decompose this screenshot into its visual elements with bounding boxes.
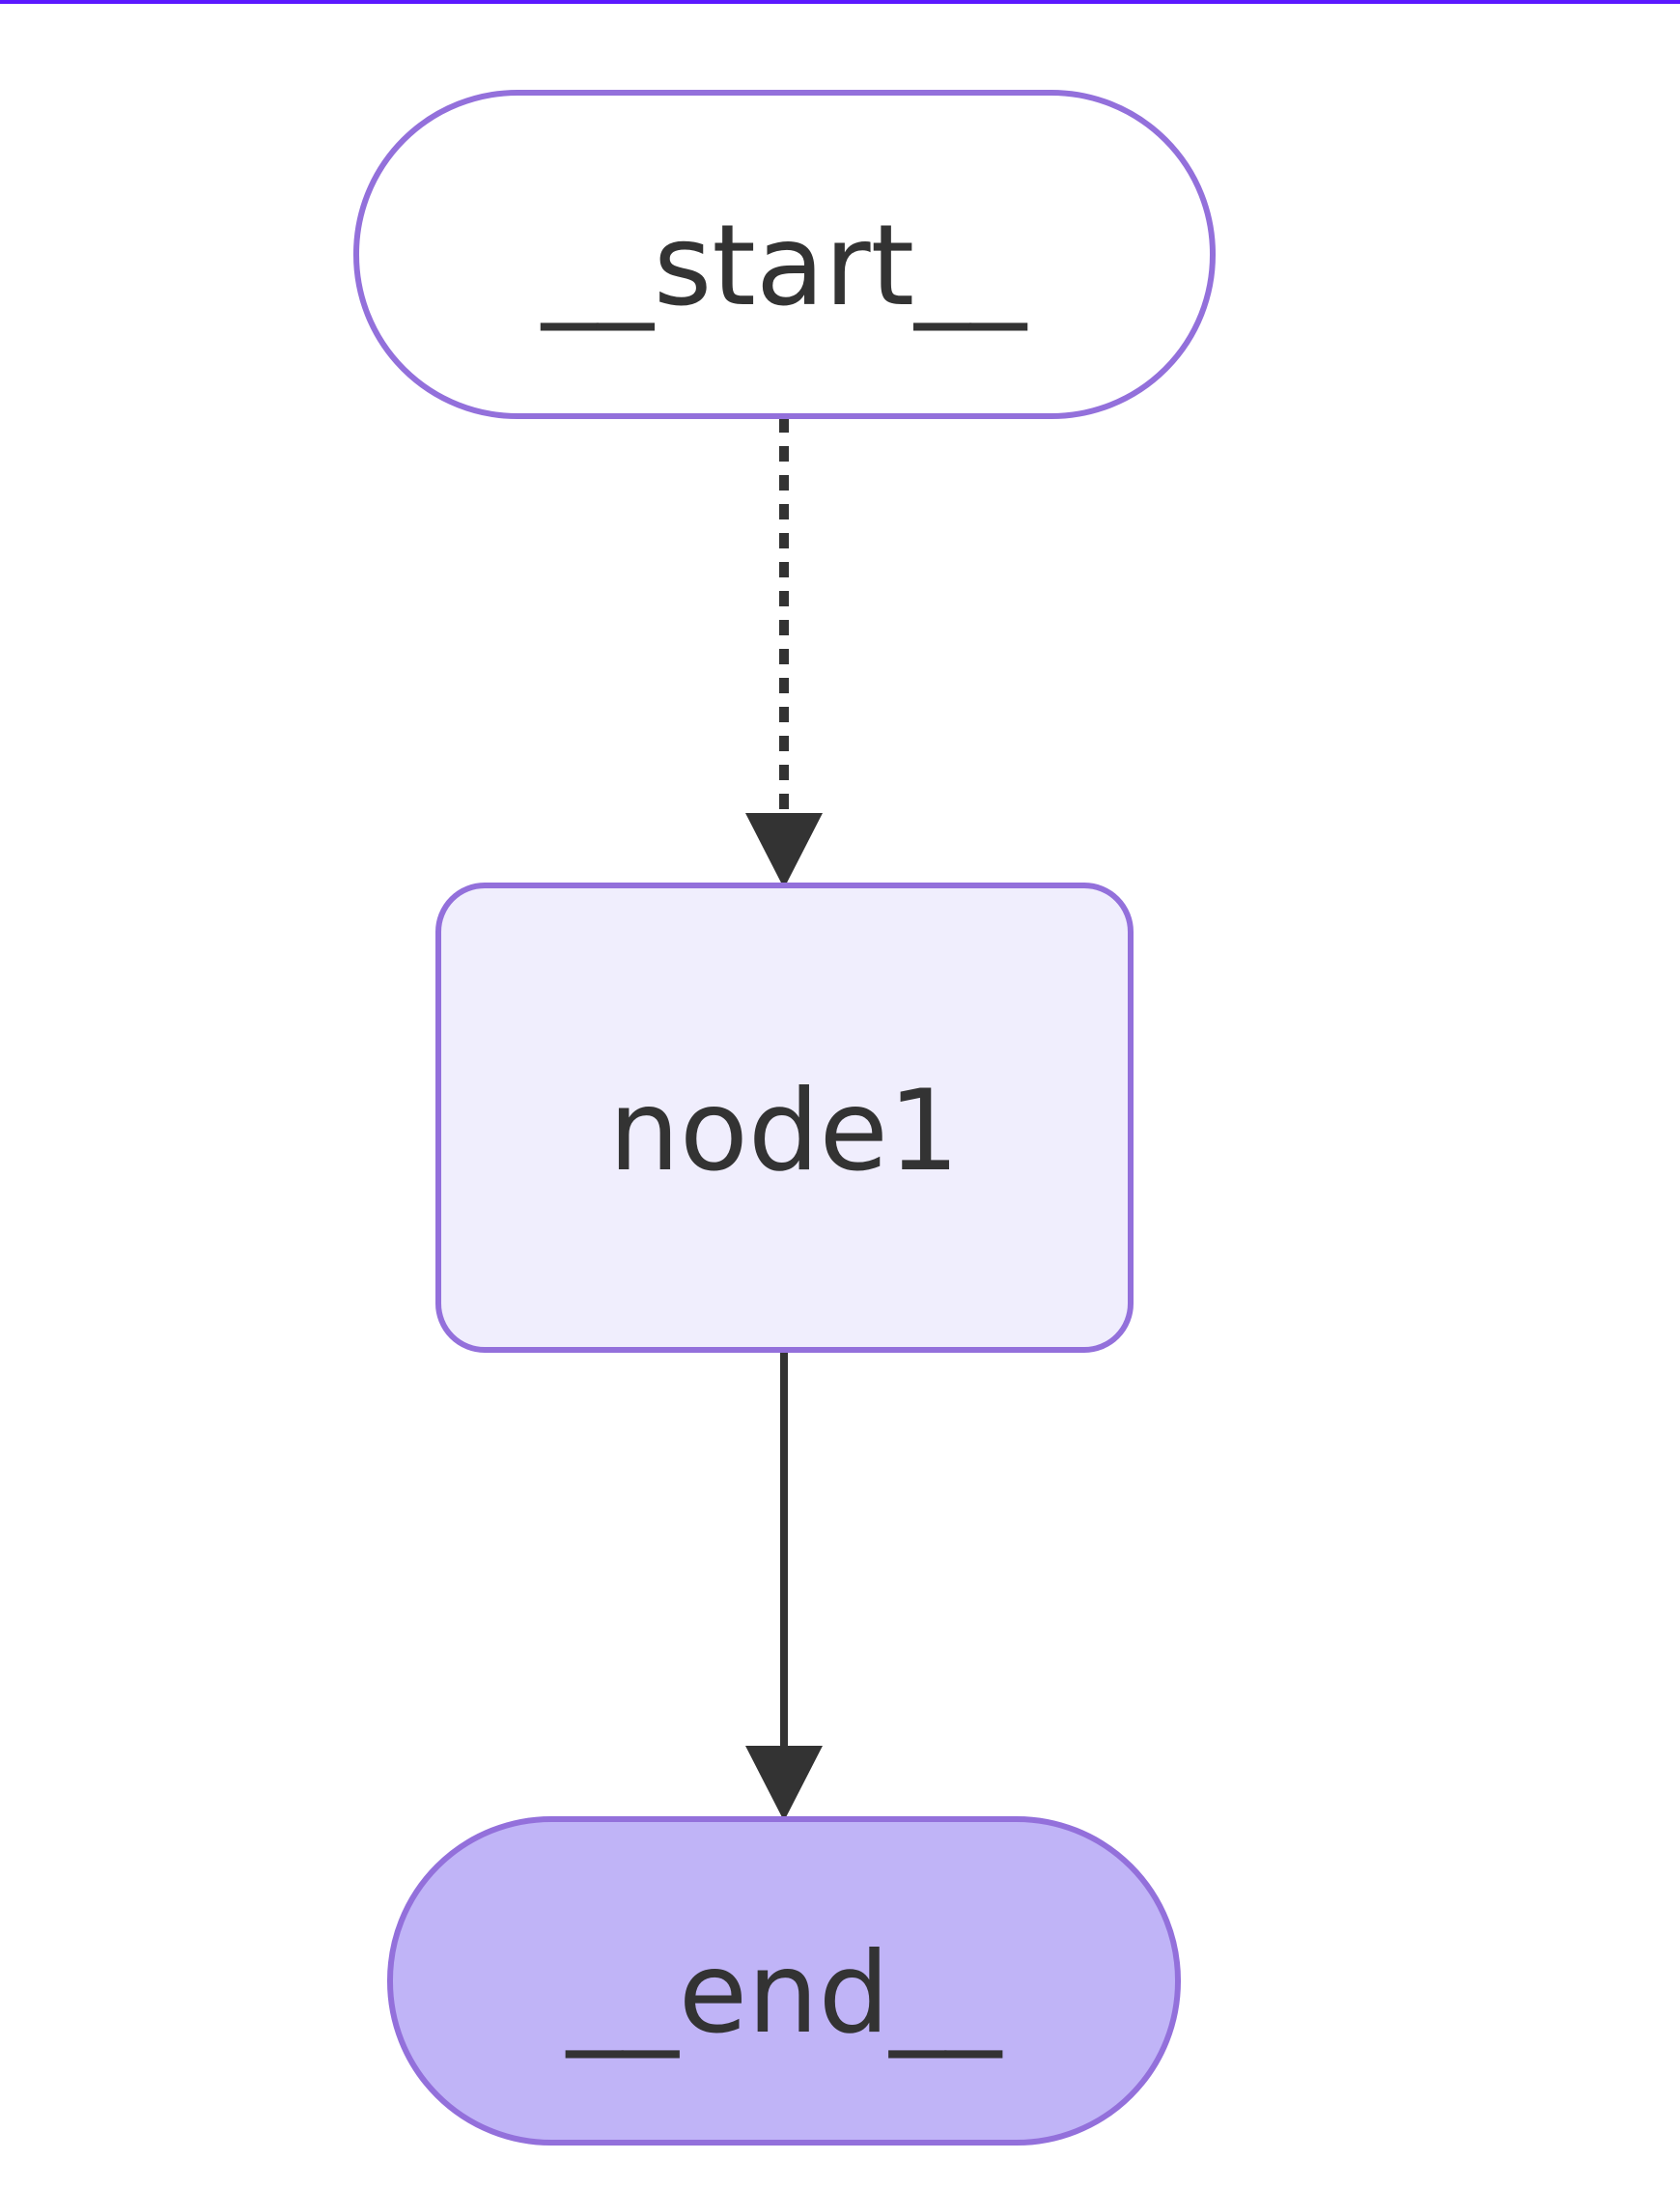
node-start[interactable]: __start__ (353, 90, 1216, 419)
node-start-shape (353, 90, 1216, 419)
node-node1-label: node1 (608, 1066, 959, 1196)
edge-node1-to-end (745, 1352, 823, 1821)
edge-start-to-node1-arrowhead (745, 813, 823, 888)
edge-node1-to-end-arrowhead (745, 1746, 823, 1821)
node-end-shape (387, 1816, 1181, 2146)
node-end[interactable]: __end__ (387, 1816, 1181, 2146)
node-node1[interactable]: node1 (435, 883, 1134, 1353)
node-start-label: __start__ (540, 201, 1028, 331)
edge-start-to-node1 (745, 417, 823, 888)
node-node1-shape (435, 883, 1134, 1353)
node-end-label: __end__ (565, 1928, 1004, 2059)
